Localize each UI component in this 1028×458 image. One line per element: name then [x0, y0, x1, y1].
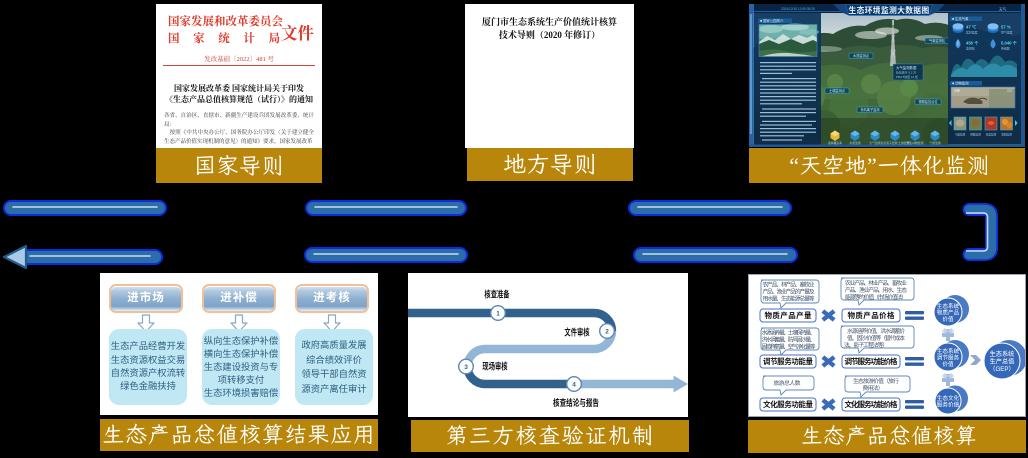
svg-text:负氧离子 5.2 万: 负氧离子 5.2 万: [896, 70, 916, 75]
svg-text:现场审核: 现场审核: [482, 360, 507, 372]
svg-text:调节服务功能量: 调节服务功能量: [763, 356, 814, 366]
svg-text:实时: 实时: [1007, 89, 1013, 93]
svg-text:费用法）: 费用法）: [863, 384, 884, 392]
svg-text:产品、渔业产品的产量及: 产品、渔业产品的产量及: [763, 288, 815, 296]
svg-text:实时温度: 实时温度: [966, 30, 978, 35]
svg-text:生产总值: 生产总值: [990, 358, 1015, 366]
svg-text:农业产品、林业产品、畜牧业: 农业产品、林业产品、畜牧业: [845, 279, 907, 287]
svg-text:水质监测点: 水质监测点: [853, 53, 870, 58]
svg-text:洪水调蓄量、防风固沙量、: 洪水调蓄量、防风固沙量、: [762, 336, 816, 344]
svg-text:野生动物监测: 野生动物监测: [907, 141, 924, 145]
svg-text:PM2.5浓度 12 优: PM2.5浓度 12 优: [896, 74, 918, 79]
svg-text:猕猴监测: 猕猴监测: [970, 133, 981, 137]
svg-text:水源涵养量、土壤保持量、: 水源涵养量、土壤保持量、: [762, 329, 816, 337]
svg-text:鱼类监测: 鱼类监测: [986, 133, 997, 137]
svg-text:负氧离子监测: 负氧离子监测: [860, 107, 879, 112]
svg-text:核查结论与报告: 核查结论与报告: [553, 397, 599, 408]
svg-text:价值: 价值: [942, 315, 954, 323]
svg-text:（GEP）: （GEP）: [989, 366, 1014, 373]
svg-text:传感器: 传感器: [1001, 46, 1010, 51]
svg-text:天气: 天气: [999, 7, 1007, 12]
svg-text:负氧离子监测 土壤监测: 负氧离子监测 土壤监测: [881, 141, 910, 145]
svg-text:价值: 价值: [942, 360, 954, 368]
svg-text:调节服务功能价格: 调节服务功能价格: [845, 356, 899, 366]
svg-text:2024/12/15 12:09:35:25: 2024/12/15 12:09:35:25: [781, 7, 815, 11]
svg-text:核查准备: 核查准备: [484, 288, 509, 300]
svg-text:■ 动物监测: ■ 动物监测: [952, 81, 969, 86]
svg-text:果园监测: 果园监测: [1001, 133, 1012, 137]
svg-text:固碳释氧量、空气净化量等: 固碳释氧量、空气净化量等: [762, 343, 816, 351]
svg-text:土壤监测点: 土壤监测点: [829, 88, 846, 93]
svg-text:森林覆盖率: 森林覆盖率: [828, 141, 842, 145]
svg-text:鸟巢监测: 鸟巢监测: [955, 133, 966, 137]
svg-text:气象监测站: 气象监测站: [929, 38, 946, 43]
svg-text:文化服务功能价格: 文化服务功能价格: [845, 399, 899, 409]
svg-text:47 ℃: 47 ℃: [966, 25, 977, 30]
svg-text:3: 3: [464, 364, 468, 371]
svg-text:文件审核: 文件审核: [564, 326, 589, 338]
svg-text:能源等的价值（市场价值法）: 能源等的价值（市场价值法）: [845, 293, 907, 301]
svg-text:水源涵养价值、洪水调蓄价: 水源涵养价值、洪水调蓄价: [847, 327, 905, 335]
svg-text:物质产品产量: 物质产品产量: [765, 310, 813, 320]
svg-text:气象监测: 气象监测: [929, 141, 940, 145]
svg-text:用水量、生态能源总量等: 用水量、生态能源总量等: [763, 295, 815, 303]
svg-text:生态环境监测大数据图: 生态环境监测大数据图: [849, 5, 930, 15]
svg-text:生态系统: 生态系统: [937, 302, 960, 310]
svg-text:■ 生态气象: ■ 生态气象: [952, 16, 969, 21]
svg-text:2: 2: [605, 328, 609, 335]
svg-text:■ 国家公园简介: ■ 国家公园简介: [760, 18, 784, 23]
svg-text:57 %: 57 %: [1001, 25, 1011, 30]
svg-text:生态旅游价值（旅行: 生态旅游价值（旅行: [853, 377, 899, 385]
svg-text:1: 1: [496, 310, 500, 317]
svg-text:456 个: 456 个: [966, 41, 979, 46]
svg-text:视频监控点位: 视频监控点位: [918, 99, 938, 104]
svg-text:产品、渔业产品、用水、生态: 产品、渔业产品、用水、生态: [845, 286, 907, 294]
svg-text:水质监测: 水质监测: [849, 141, 860, 145]
svg-text:值、固沙价值等（替代成本: 值、固沙价值等（替代成本: [847, 334, 905, 342]
svg-text:空气湿度: 空气湿度: [1001, 30, 1013, 35]
svg-text:生态文化: 生态文化: [937, 394, 960, 402]
svg-text:服务价值: 服务价值: [937, 401, 960, 409]
svg-text:物质产品: 物质产品: [937, 309, 960, 317]
svg-text:物质产品价格: 物质产品价格: [848, 310, 896, 320]
svg-text:旅游总人数: 旅游总人数: [774, 379, 801, 387]
svg-text:4: 4: [572, 381, 576, 388]
svg-text:白鹇: 白鹇: [954, 88, 960, 93]
svg-text:农产品、林产品、畜牧业: 农产品、林产品、畜牧业: [763, 281, 815, 289]
svg-text:文化服务功能量: 文化服务功能量: [763, 399, 814, 409]
svg-text:大气监测数据: 大气监测数据: [896, 65, 917, 70]
svg-text:调节服务: 调节服务: [937, 354, 960, 362]
svg-text:生态系统: 生态系统: [937, 347, 960, 355]
svg-text:生态系统: 生态系统: [990, 350, 1015, 358]
svg-text:法、影子工程法等）: 法、影子工程法等）: [844, 341, 888, 349]
svg-text:监测站: 监测站: [966, 46, 975, 51]
svg-text:5,040 个: 5,040 个: [1001, 41, 1018, 46]
svg-text:大气监测: 大气监测: [869, 141, 880, 145]
